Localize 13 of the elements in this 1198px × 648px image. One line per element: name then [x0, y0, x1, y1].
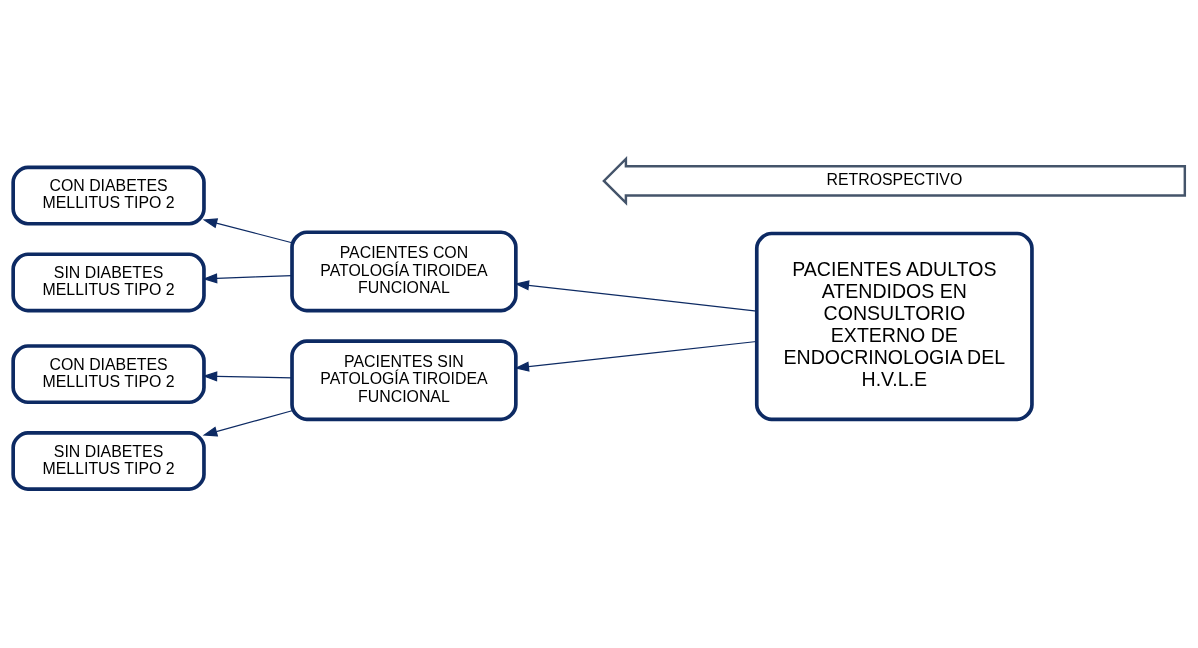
arrow: [202, 371, 293, 382]
node-box: CON DIABETES MELLITUS TIPO 2: [11, 344, 206, 405]
node-box: PACIENTES ADULTOS ATENDIDOS EN CONSULTORIO EXTERNO DE ENDOCRINOLOGIA DEL H.V.L.E: [754, 231, 1034, 422]
arrow: [202, 218, 293, 244]
node-box: SIN DIABETES MELLITUS TIPO 2: [11, 431, 206, 491]
arrow: [514, 280, 758, 312]
node-box: SIN DIABETES MELLITUS TIPO 2: [11, 252, 206, 313]
node-box: PACIENTES SIN PATOLOGÍA TIROIDEA FUNCIONAL: [290, 339, 518, 422]
arrow: [202, 273, 293, 284]
arrow: [514, 340, 758, 372]
arrow: [202, 410, 293, 437]
node-box: PACIENTES CON PATOLOGÍA TIROIDEA FUNCIONAL: [290, 230, 518, 313]
node-box: CON DIABETES MELLITUS TIPO 2: [11, 165, 206, 226]
